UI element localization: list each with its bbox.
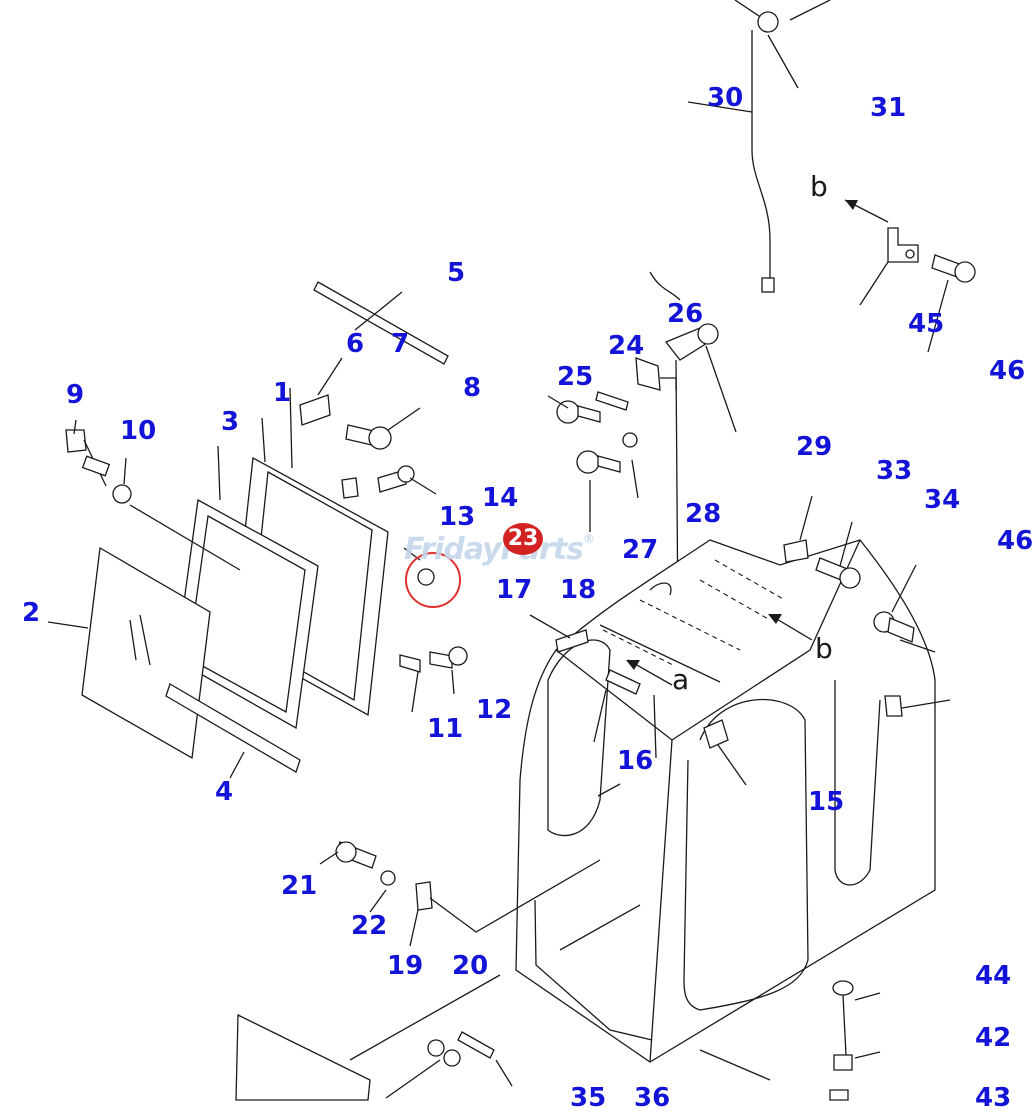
callout-9[interactable]: 9 [66,380,85,410]
callout-7[interactable]: 7 [391,329,410,359]
watermark-logo: FridayParts® [404,532,595,567]
callout-35[interactable]: 35 [570,1083,607,1113]
callout-43[interactable]: 43 [975,1083,1012,1113]
callout-20[interactable]: 20 [452,951,489,981]
view-letter-a: a [672,663,690,696]
part-9-10-bolt [65,419,241,571]
highlight-circle [405,552,461,608]
part-4-strip [165,683,301,779]
callout-11[interactable]: 11 [427,714,464,744]
bottom-door [235,1013,371,1101]
callout-42[interactable]: 42 [975,1023,1012,1053]
part-30-31-assembly [687,0,831,293]
callout-30[interactable]: 30 [707,83,744,113]
part-17-18-bracket [555,629,589,653]
callout-12[interactable]: 12 [476,695,513,725]
view-letter-b-top: b [810,170,828,203]
callout-19[interactable]: 19 [387,951,424,981]
callout-31[interactable]: 31 [870,93,907,123]
callout-17[interactable]: 17 [496,575,533,605]
callout-6[interactable]: 6 [346,329,365,359]
part-5-7-strip [299,281,449,499]
callout-8[interactable]: 8 [463,373,482,403]
callout-14[interactable]: 14 [482,483,519,513]
part-42-44-knobs [699,980,881,1101]
callout-46-mid[interactable]: 46 [997,526,1033,556]
cab-body [515,539,936,1063]
exploded-cab-drawing [47,0,976,1101]
callout-28[interactable]: 28 [685,499,722,529]
part-45-bracket [859,227,976,353]
callout-29[interactable]: 29 [796,432,833,462]
callout-1[interactable]: 1 [273,378,292,408]
callout-16[interactable]: 16 [617,746,654,776]
part-19-22-fasteners [319,841,601,947]
callout-25[interactable]: 25 [557,362,594,392]
callout-5[interactable]: 5 [447,258,466,288]
callout-10[interactable]: 10 [120,416,157,446]
callout-45[interactable]: 45 [908,309,945,339]
callout-18[interactable]: 18 [560,575,597,605]
callout-2[interactable]: 2 [22,598,41,628]
view-letter-b-mid: b [815,632,833,665]
callout-33[interactable]: 33 [876,456,913,486]
part-16-bolt [593,669,657,797]
part-24-28-hardware [547,271,737,631]
callout-4[interactable]: 4 [215,777,234,807]
callout-13[interactable]: 13 [439,502,476,532]
callout-34[interactable]: 34 [924,485,961,515]
callout-36[interactable]: 36 [634,1083,671,1113]
callout-44[interactable]: 44 [975,961,1012,991]
callout-15[interactable]: 15 [808,787,845,817]
callout-27[interactable]: 27 [622,535,659,565]
callout-24[interactable]: 24 [608,331,645,361]
callout-21[interactable]: 21 [281,871,318,901]
part-2-glass [47,546,211,760]
parts-diagram: FridayParts® 23 a b b 1 2 3 4 5 6 7 8 9 … [22,0,1033,1111]
callout-22[interactable]: 22 [351,911,388,941]
callout-46-top[interactable]: 46 [989,356,1026,386]
highlighted-part-badge[interactable]: 23 [503,523,543,555]
callout-26[interactable]: 26 [667,299,704,329]
part-29-34-bolts [783,495,951,717]
callout-3[interactable]: 3 [221,407,240,437]
part-11-12-bolts [399,646,468,713]
